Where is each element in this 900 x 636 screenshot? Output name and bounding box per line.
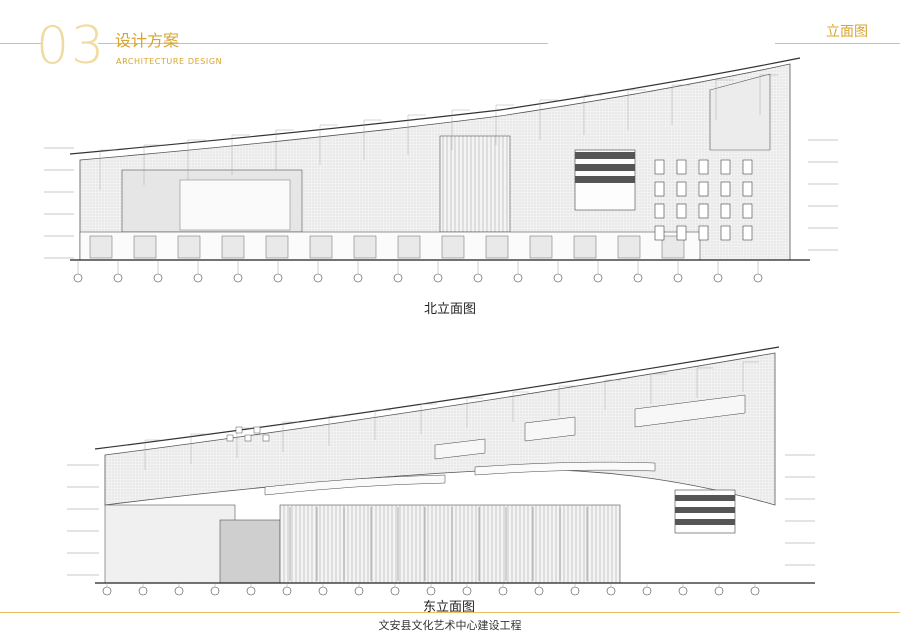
door-opening: [177, 235, 201, 259]
section-title-en: ARCHITECTURE DESIGN: [116, 57, 223, 66]
header-rule-left: [0, 43, 42, 44]
door-opening: [353, 235, 377, 259]
grid-axis-bubble: [313, 273, 323, 283]
window: [676, 203, 687, 219]
door-opening: [573, 235, 597, 259]
grid-axis-bubble: [606, 586, 616, 596]
door-opening: [89, 235, 113, 259]
grid-axis-bubble: [673, 273, 683, 283]
window: [742, 225, 753, 241]
grid-axis-bubble: [713, 273, 723, 283]
window: [698, 181, 709, 197]
north-elevation-caption: 北立面图: [424, 302, 477, 317]
grid-axis-bubble: [714, 586, 724, 596]
grid-axis-bubble: [210, 586, 220, 596]
grid-axis-bubble: [153, 273, 163, 283]
east-elevation-caption: 东立面图: [423, 600, 476, 615]
window: [654, 203, 665, 219]
grid-axis-bubble: [642, 586, 652, 596]
window: [698, 225, 709, 241]
door-opening: [221, 235, 245, 259]
window: [720, 225, 731, 241]
door-opening: [309, 235, 333, 259]
window: [720, 203, 731, 219]
north-elevation-drawing: [44, 57, 838, 283]
window: [654, 181, 665, 197]
window: [654, 225, 665, 241]
grid-axis-bubble: [593, 273, 603, 283]
section-title-cn: 设计方案: [115, 31, 180, 50]
grid-axis-bubble: [233, 273, 243, 283]
window: [698, 203, 709, 219]
grid-axis-bubble: [102, 586, 112, 596]
grid-axis-bubble: [513, 273, 523, 283]
footer-rule: [0, 612, 900, 613]
grid-axis-bubble: [174, 586, 184, 596]
grid-axis-bubble: [553, 273, 563, 283]
header-rule: [98, 43, 548, 44]
project-name: 文安县文化艺术中心建设工程: [378, 619, 522, 632]
window: [676, 159, 687, 175]
grid-axis-bubble: [138, 586, 148, 596]
grid-axis-bubble: [353, 273, 363, 283]
window: [742, 159, 753, 175]
grid-axis-bubble: [753, 273, 763, 283]
section-number: 03: [36, 16, 107, 76]
window: [720, 159, 731, 175]
small-window: [226, 434, 234, 442]
door-opening: [441, 235, 465, 259]
window: [676, 181, 687, 197]
grid-axis-bubble: [318, 586, 328, 596]
door-opening: [529, 235, 553, 259]
window: [742, 181, 753, 197]
small-window: [244, 434, 252, 442]
window: [720, 181, 731, 197]
window: [742, 203, 753, 219]
grid-axis-bubble: [273, 273, 283, 283]
small-window: [235, 426, 243, 434]
grid-axis-bubble: [246, 586, 256, 596]
door-opening: [133, 235, 157, 259]
grid-axis-bubble: [354, 586, 364, 596]
grid-axis-bubble: [473, 273, 483, 283]
grid-axis-bubble: [678, 586, 688, 596]
east-elevation-drawing: [67, 346, 815, 596]
small-window: [262, 434, 270, 442]
door-opening: [485, 235, 509, 259]
grid-axis-bubble: [426, 586, 436, 596]
window: [654, 159, 665, 175]
grid-axis-bubble: [633, 273, 643, 283]
grid-axis-bubble: [113, 273, 123, 283]
grid-axis-bubble: [393, 273, 403, 283]
grid-axis-bubble: [390, 586, 400, 596]
grid-axis-bubble: [498, 586, 508, 596]
window: [698, 159, 709, 175]
window: [676, 225, 687, 241]
grid-axis-bubble: [462, 586, 472, 596]
grid-axis-bubble: [534, 586, 544, 596]
header-rule-right: [775, 43, 900, 44]
grid-axis-bubble: [193, 273, 203, 283]
door-opening: [617, 235, 641, 259]
grid-axis-bubble: [73, 273, 83, 283]
page-title: 立面图: [826, 24, 868, 40]
door-opening: [397, 235, 421, 259]
grid-axis-bubble: [750, 586, 760, 596]
small-window: [253, 426, 261, 434]
grid-axis-bubble: [282, 586, 292, 596]
grid-axis-bubble: [433, 273, 443, 283]
door-opening: [661, 235, 685, 259]
door-opening: [265, 235, 289, 259]
grid-axis-bubble: [570, 586, 580, 596]
